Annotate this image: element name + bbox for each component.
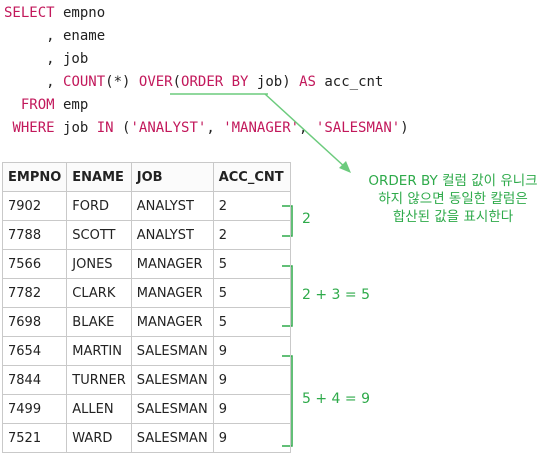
- cell-ename: SCOTT: [66, 220, 132, 250]
- cell-acc-cnt: 5: [212, 307, 291, 337]
- group-label-salesman: 5 + 4 = 9: [302, 391, 370, 407]
- cell-job: SALESMAN: [130, 394, 214, 424]
- cell-empno: 7499: [1, 394, 68, 424]
- sql-keyword-where: WHERE: [12, 120, 55, 136]
- sql-keyword-count: COUNT: [63, 74, 106, 90]
- table-row: 7788 SCOTT ANALYST 2: [1, 220, 291, 250]
- sql-text: emp: [54, 97, 89, 113]
- sql-keyword-order-by: ORDER BY: [181, 74, 249, 90]
- cell-job: SALESMAN: [130, 336, 214, 366]
- result-table: EMPNO ENAME JOB ACC_CNT 7902 FORD ANALYS…: [1, 162, 291, 453]
- table-row: 7521 WARD SALESMAN 9: [1, 423, 291, 453]
- arrow-head-icon: [339, 161, 351, 173]
- table-row: 7499 ALLEN SALESMAN 9: [1, 394, 291, 424]
- cell-job: MANAGER: [130, 278, 214, 308]
- sql-text: (: [113, 120, 131, 136]
- sql-keyword-as: AS: [299, 74, 316, 90]
- cell-ename: TURNER: [66, 365, 132, 395]
- cell-acc-cnt: 2: [212, 220, 291, 250]
- cell-ename: JONES: [66, 249, 132, 279]
- sql-keyword-from: FROM: [20, 97, 55, 113]
- sql-string: 'ANALYST': [130, 120, 207, 136]
- sql-line-job: , job: [4, 48, 409, 71]
- annotation-line: 합산된 값을 표시한다: [392, 209, 514, 225]
- sql-line-from: FROM emp: [4, 94, 409, 117]
- column-header-empno: EMPNO: [1, 162, 68, 192]
- column-header-job: JOB: [130, 162, 214, 192]
- sql-line-count: , COUNT(*) OVER(ORDER BY job) AS acc_cnt: [4, 71, 409, 94]
- sql-string: 'SALESMAN': [315, 120, 401, 136]
- sql-line-select: SELECT empno: [4, 2, 409, 25]
- sql-text: job): [248, 74, 300, 90]
- column-header-acc-cnt: ACC_CNT: [212, 162, 291, 192]
- table-row: 7566 JONES MANAGER 5: [1, 249, 291, 279]
- sql-text: , ename: [4, 28, 106, 44]
- sql-line-ename: , ename: [4, 25, 409, 48]
- sql-query: SELECT empno , ename , job , COUNT(*) OV…: [4, 2, 409, 140]
- sql-text: ,: [4, 74, 64, 90]
- sql-text: empno: [54, 5, 106, 21]
- cell-acc-cnt: 9: [212, 423, 291, 453]
- sql-text: [4, 97, 21, 113]
- sql-text: job: [54, 120, 97, 136]
- cell-empno: 7782: [1, 278, 68, 308]
- annotation-line: 하지 않으면 동일한 칼럼은: [378, 191, 528, 207]
- cell-acc-cnt: 9: [212, 336, 291, 366]
- sql-keyword-in: IN: [96, 120, 114, 136]
- sql-text: ,: [299, 120, 316, 136]
- group-label-analyst: 2: [302, 211, 311, 227]
- annotation-line: ORDER BY 컬럼 값이 유니크: [368, 173, 538, 189]
- cell-empno: 7654: [1, 336, 68, 366]
- cell-ename: BLAKE: [66, 307, 132, 337]
- table-row: 7782 CLARK MANAGER 5: [1, 278, 291, 308]
- table-row: 7902 FORD ANALYST 2: [1, 191, 291, 221]
- cell-job: ANALYST: [130, 220, 214, 250]
- cell-acc-cnt: 5: [212, 249, 291, 279]
- sql-keyword-select: SELECT: [4, 5, 55, 21]
- cell-acc-cnt: 5: [212, 278, 291, 308]
- table-row: 7844 TURNER SALESMAN 9: [1, 365, 291, 395]
- cell-acc-cnt: 9: [212, 394, 291, 424]
- cell-job: SALESMAN: [130, 423, 214, 453]
- cell-acc-cnt: 2: [212, 191, 291, 221]
- column-header-ename: ENAME: [66, 162, 132, 192]
- cell-ename: ALLEN: [66, 394, 132, 424]
- table-row: 7654 MARTIN SALESMAN 9: [1, 336, 291, 366]
- cell-empno: 7844: [1, 365, 68, 395]
- cell-empno: 7788: [1, 220, 68, 250]
- sql-text: , job: [4, 51, 89, 67]
- group-label-manager: 2 + 3 = 5: [302, 287, 370, 303]
- cell-acc-cnt: 9: [212, 365, 291, 395]
- cell-job: MANAGER: [130, 249, 214, 279]
- sql-text: ): [400, 120, 409, 136]
- cell-empno: 7902: [1, 191, 68, 221]
- cell-job: SALESMAN: [130, 365, 214, 395]
- sql-string: 'MANAGER': [223, 120, 300, 136]
- cell-ename: FORD: [66, 191, 132, 221]
- sql-text: acc_cnt: [315, 74, 384, 90]
- table-header-row: EMPNO ENAME JOB ACC_CNT: [1, 162, 291, 192]
- cell-ename: WARD: [66, 423, 132, 453]
- cell-empno: 7698: [1, 307, 68, 337]
- sql-line-where: WHERE job IN ('ANALYST', 'MANAGER', 'SAL…: [4, 117, 409, 140]
- cell-job: ANALYST: [130, 191, 214, 221]
- sql-text: ,: [206, 120, 224, 136]
- cell-empno: 7521: [1, 423, 68, 453]
- cell-ename: MARTIN: [66, 336, 132, 366]
- cell-ename: CLARK: [66, 278, 132, 308]
- table-row: 7698 BLAKE MANAGER 5: [1, 307, 291, 337]
- sql-keyword-over: OVER: [138, 74, 173, 90]
- cell-job: MANAGER: [130, 307, 214, 337]
- sql-text: (: [172, 74, 182, 90]
- sql-text: (*): [105, 74, 139, 90]
- annotation-note: ORDER BY 컬럼 값이 유니크 하지 않으면 동일한 칼럼은 합산된 값을…: [355, 172, 551, 226]
- cell-empno: 7566: [1, 249, 68, 279]
